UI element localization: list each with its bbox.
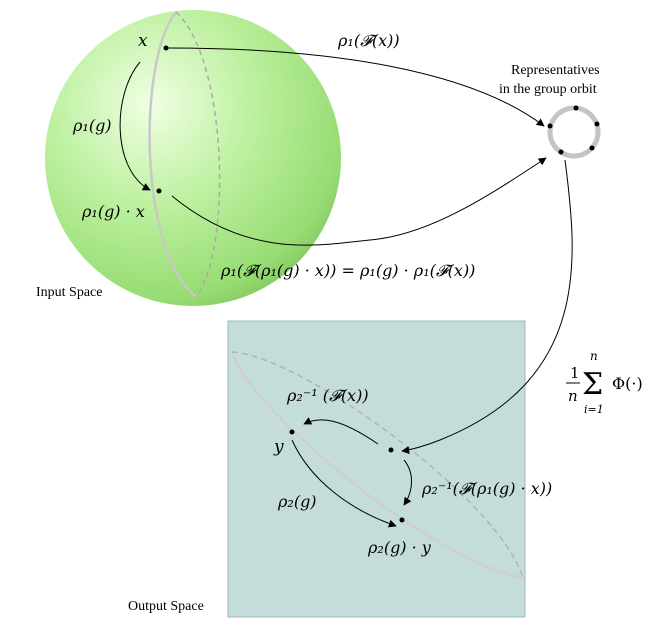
average-denominator: n: [568, 387, 578, 405]
label-x: x: [138, 31, 148, 51]
orbit-point: [547, 123, 553, 129]
point-y: [289, 429, 295, 435]
orbit-point: [558, 149, 564, 155]
caption-representatives-line1: Representatives: [511, 63, 600, 78]
input-sphere: [45, 10, 341, 306]
output-ellipse-front: [230, 351, 524, 580]
caption-output-space: Output Space: [128, 599, 204, 614]
arrow-to-gy: [403, 459, 412, 506]
arrow-y-to-gy: [291, 439, 397, 528]
output-space-panel: [227, 320, 526, 618]
average-sum-bottom: i=1: [584, 403, 604, 416]
average-numerator: 1: [570, 364, 580, 382]
label-rho2-inv-F-rho1gx: ρ₂⁻¹(𝓕(ρ₁(g) · x)): [421, 479, 552, 498]
arrow-x-to-gx: [119, 61, 151, 191]
label-equivariance: ρ₁(𝓕(ρ₁(g) · x)) = ρ₁(g) · ρ₁(𝓕(x)): [220, 261, 475, 280]
orbit-point: [573, 105, 579, 111]
arrow-gx-to-orbit: [171, 157, 547, 246]
point-x: [163, 45, 169, 51]
arrows: [119, 47, 573, 528]
sphere-body: [45, 10, 341, 306]
arrow-orbit-to-output: [401, 159, 573, 455]
orbit-ring: [547, 105, 601, 159]
sphere-meridian-back: [175, 11, 221, 298]
sum-symbol-icon: Σ: [582, 367, 603, 402]
label-rho1-g-x: ρ₁(g) · x: [81, 202, 145, 221]
label-y: y: [273, 437, 284, 457]
sphere-meridian-front: [148, 11, 197, 298]
output-square: [227, 320, 526, 618]
caption-input-space: Input Space: [36, 285, 102, 300]
label-rho1-F-x: ρ₁(𝓕(x)): [337, 31, 400, 50]
average-sum-top: n: [590, 349, 598, 363]
output-ellipse-back: [231, 351, 524, 579]
label-rho2-inv-F-x: ρ₂⁻¹ (𝓕(x)): [286, 386, 369, 405]
averaging-operator: 1 n n Σ i=1 Φ(·): [566, 349, 643, 416]
caption-representatives-line2: in the group orbit: [499, 82, 597, 97]
arrow-x-to-orbit: [167, 47, 545, 127]
orbit-point: [594, 121, 600, 127]
arrow-to-y: [303, 417, 379, 445]
point-gx: [156, 188, 162, 194]
orbit-point: [589, 145, 595, 151]
label-rho1-g: ρ₁(g): [72, 116, 112, 135]
average-phi: Φ(·): [612, 374, 643, 393]
point-orbit-average: [388, 447, 394, 453]
point-gy: [399, 517, 405, 523]
label-rho2-g-y: ρ₂(g) · y: [367, 538, 432, 557]
label-rho2-g: ρ₂(g): [277, 492, 317, 511]
